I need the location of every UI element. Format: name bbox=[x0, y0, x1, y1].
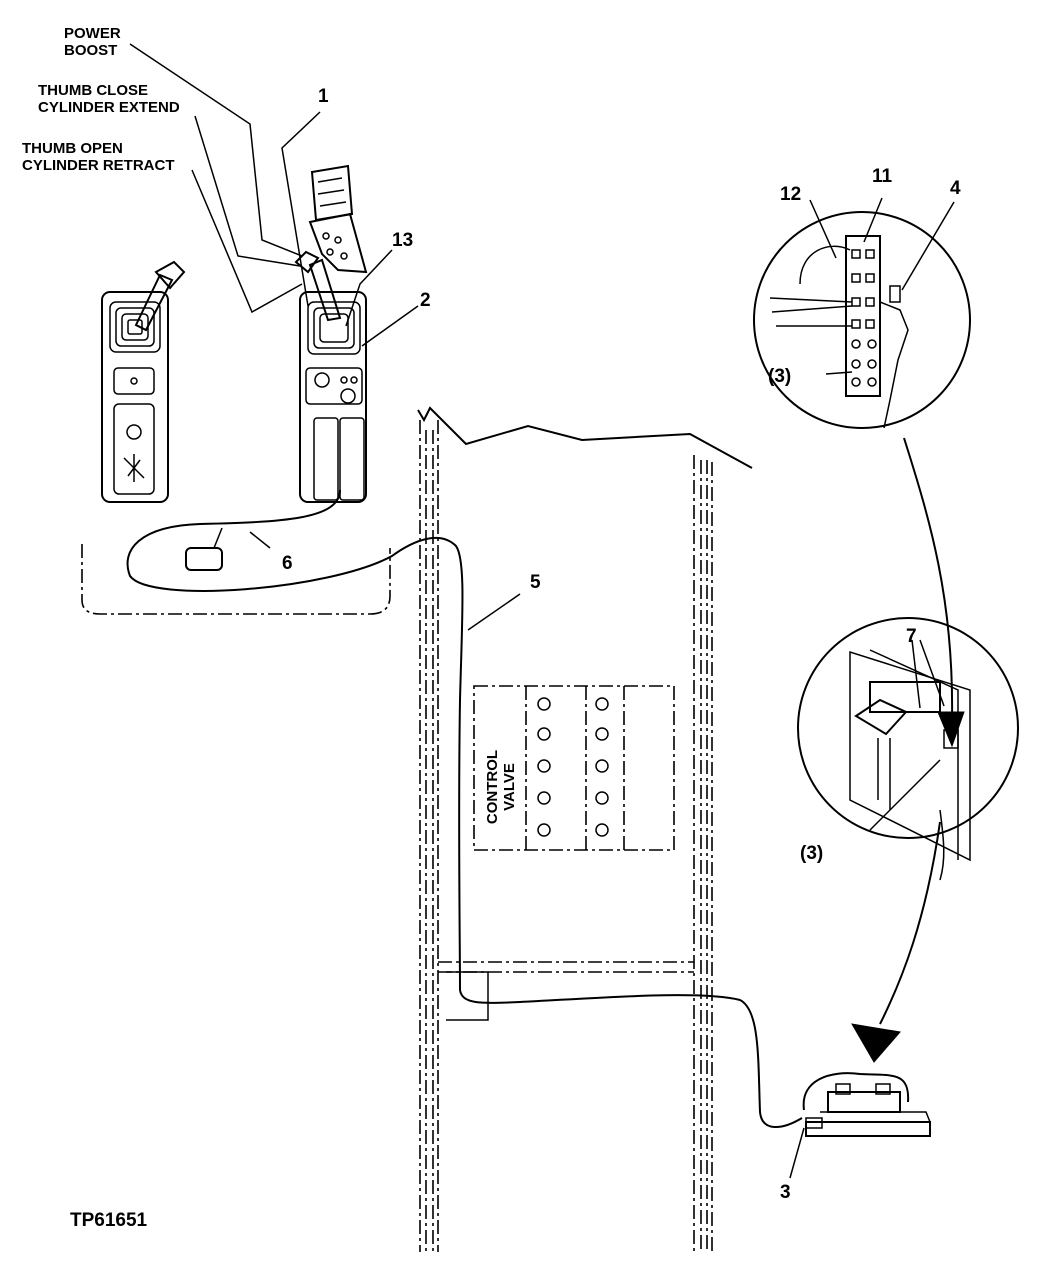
callout-text: THUMB CLOSE bbox=[38, 82, 148, 99]
leader-2 bbox=[361, 305, 419, 347]
callout-5: 5 bbox=[530, 572, 541, 593]
harness-5 bbox=[126, 489, 803, 1128]
control-valve-text: CONTROL bbox=[484, 749, 501, 825]
arrow-2 bbox=[879, 821, 941, 1025]
arrow-1 bbox=[903, 437, 954, 721]
callout-6: 6 bbox=[282, 553, 293, 574]
control-valve-text: VALVE bbox=[501, 763, 518, 811]
control-valve-label: CONTROL VALVE bbox=[484, 732, 518, 842]
leader-13 bbox=[345, 249, 393, 327]
callout-11: 11 bbox=[872, 166, 893, 187]
leader-6 bbox=[249, 531, 271, 549]
leader-5 bbox=[467, 593, 521, 631]
detail-terminal-block bbox=[753, 197, 971, 429]
callout-13: 13 bbox=[392, 230, 414, 251]
callout-12: 12 bbox=[780, 184, 802, 205]
leader-1 bbox=[281, 111, 321, 307]
component-3 bbox=[789, 1072, 931, 1179]
callout-thumb-open: THUMB OPEN CYLINDER RETRACT bbox=[22, 140, 175, 174]
callout-4: 4 bbox=[950, 178, 961, 199]
callout-1: 1 bbox=[318, 86, 329, 107]
callout-power-boost: POWER BOOST bbox=[64, 25, 121, 59]
figure-id: TP61651 bbox=[70, 1210, 148, 1231]
control-valve bbox=[473, 685, 675, 851]
callout-2: 2 bbox=[420, 290, 431, 311]
callout-7: 7 bbox=[906, 626, 917, 647]
leader-thumb-close bbox=[194, 115, 301, 267]
callout-thumb-close: THUMB CLOSE CYLINDER EXTEND bbox=[38, 82, 180, 116]
callout-text: BOOST bbox=[64, 42, 118, 59]
frame bbox=[417, 406, 753, 1252]
callout-text: CYLINDER EXTEND bbox=[38, 99, 180, 116]
left-console bbox=[101, 260, 186, 503]
leader-thumb-open bbox=[191, 169, 303, 314]
cab-outline bbox=[81, 544, 391, 615]
callout-text: POWER bbox=[64, 25, 121, 42]
callout-3a: (3) bbox=[768, 366, 792, 387]
callout-text: CYLINDER RETRACT bbox=[22, 157, 175, 174]
right-console bbox=[294, 164, 368, 503]
callout-3: 3 bbox=[780, 1182, 791, 1203]
callout-3b: (3) bbox=[800, 843, 824, 864]
callout-text: THUMB OPEN bbox=[22, 140, 123, 157]
leader-power-boost bbox=[129, 43, 303, 257]
connector-6 bbox=[185, 547, 223, 571]
detail-mounting bbox=[797, 617, 1019, 881]
